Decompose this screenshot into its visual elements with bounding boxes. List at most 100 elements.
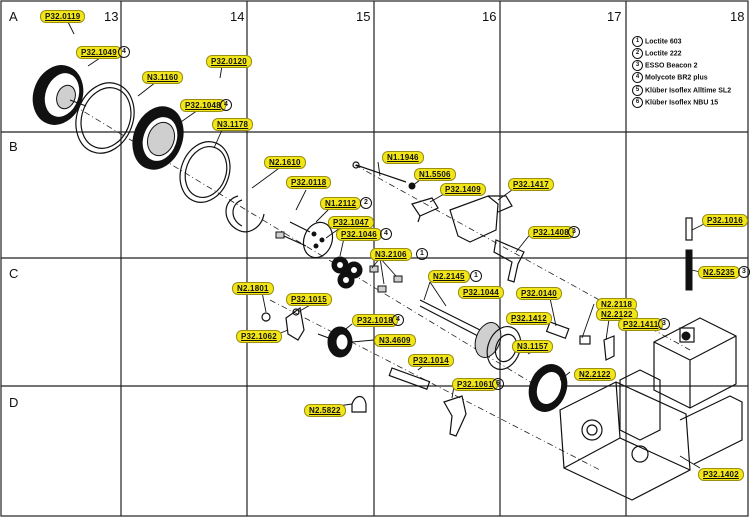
part-callout: N3.1157 xyxy=(512,340,554,353)
part-callout: N2.2145 xyxy=(428,270,470,283)
column-number: 15 xyxy=(356,9,371,24)
part-callout: P32.1018 xyxy=(352,314,398,327)
part-callout: P32.1402 xyxy=(698,468,744,481)
lubricant-mark: 3 xyxy=(658,318,670,330)
row-letter: A xyxy=(9,9,18,24)
part-callout: P32.1048 xyxy=(180,99,226,112)
row-letter: C xyxy=(9,266,19,281)
leader-line xyxy=(497,189,513,201)
part-callout: N3.2106 xyxy=(370,248,412,261)
key-part xyxy=(545,321,570,340)
pawl-part xyxy=(493,239,525,283)
planet-carrier-part xyxy=(275,221,334,259)
leader-line xyxy=(213,129,223,149)
column-number: 16 xyxy=(482,9,497,24)
assembly-axis xyxy=(354,164,691,351)
pulley-part xyxy=(32,65,87,125)
part-callout: P32.1411 xyxy=(618,318,664,331)
column-number: 14 xyxy=(230,9,245,24)
part-callout: N1.1946 xyxy=(382,151,424,164)
part-callout: P32.1061 xyxy=(452,378,498,391)
seal-ring-part xyxy=(75,82,135,154)
column-number: 18 xyxy=(730,9,745,24)
spring-part xyxy=(685,249,693,291)
part-callout: P32.1062 xyxy=(236,330,282,343)
washer-part xyxy=(261,312,271,322)
latch-part xyxy=(443,395,467,437)
drive-shaft-part xyxy=(419,299,522,370)
part-callout: P32.1049 xyxy=(76,46,122,59)
leader-line xyxy=(219,65,223,79)
part-callout: P32.0118 xyxy=(286,176,332,189)
leader-line xyxy=(341,323,353,333)
leader-line xyxy=(351,339,375,343)
part-callout: P32.0120 xyxy=(206,55,252,68)
part-callout: N1.5506 xyxy=(414,168,456,181)
assembly-axis xyxy=(269,299,601,471)
housing-part xyxy=(559,317,743,501)
bearing-part xyxy=(132,106,184,170)
part-callout: N2.2122 xyxy=(574,368,616,381)
plate-part xyxy=(603,335,615,361)
row-letter: B xyxy=(9,139,18,154)
leader-line xyxy=(549,297,557,327)
lubricant-mark: 1 xyxy=(416,248,428,260)
leader-line xyxy=(67,21,75,35)
part-callout: P32.1408 xyxy=(528,226,574,239)
lever-part xyxy=(449,195,499,243)
lubricant-mark: 6 xyxy=(492,378,504,390)
part-callout: P32.0119 xyxy=(40,10,86,23)
leader-line xyxy=(691,223,705,231)
part-callout: N2.5235 xyxy=(698,266,740,279)
leader-line xyxy=(429,193,445,203)
assembly-axis xyxy=(39,84,561,401)
leader-line xyxy=(411,179,421,187)
torsion-spring-part xyxy=(351,395,367,413)
part-callout: N2.2122 xyxy=(596,308,638,321)
leader-line xyxy=(177,109,199,125)
pin-part xyxy=(685,217,693,241)
clip-part xyxy=(579,335,591,345)
part-callout: N2.1610 xyxy=(264,156,306,169)
lubricant-mark: 4 xyxy=(118,46,130,58)
leader-line xyxy=(339,237,345,257)
leader-line xyxy=(251,165,283,189)
gear-part xyxy=(317,326,353,358)
part-callout: N3.1160 xyxy=(142,71,184,84)
lubricant-mark: 1 xyxy=(470,270,482,282)
part-callout: N3.1178 xyxy=(212,118,254,131)
leader-line xyxy=(377,161,381,177)
leader-line xyxy=(315,207,331,223)
row-letter: D xyxy=(9,395,19,410)
lubricant-mark: 4 xyxy=(392,314,404,326)
part-callout: P32.0140 xyxy=(516,287,562,300)
column-number: 13 xyxy=(104,9,119,24)
leader-line xyxy=(679,455,701,469)
part-callout: N2.5822 xyxy=(304,404,346,417)
part-callout: N2.1801 xyxy=(232,282,274,295)
part-callout: P32.1409 xyxy=(440,183,486,196)
leader-line xyxy=(559,371,571,381)
part-callout: P32.1412 xyxy=(506,312,552,325)
bolt-part xyxy=(355,164,407,183)
part-callout: N3.4609 xyxy=(374,334,416,347)
column-number: 17 xyxy=(607,9,622,24)
leader-line xyxy=(87,57,101,67)
part-callout: P32.1417 xyxy=(508,178,554,191)
part-callout: P32.1046 xyxy=(336,228,382,241)
leader-line xyxy=(261,291,267,313)
ring-part xyxy=(179,141,231,203)
part-callout: P32.1016 xyxy=(702,214,748,227)
leader-line xyxy=(295,189,307,211)
part-callout: P32.1044 xyxy=(458,286,504,299)
part-callout: P32.1014 xyxy=(408,354,454,367)
